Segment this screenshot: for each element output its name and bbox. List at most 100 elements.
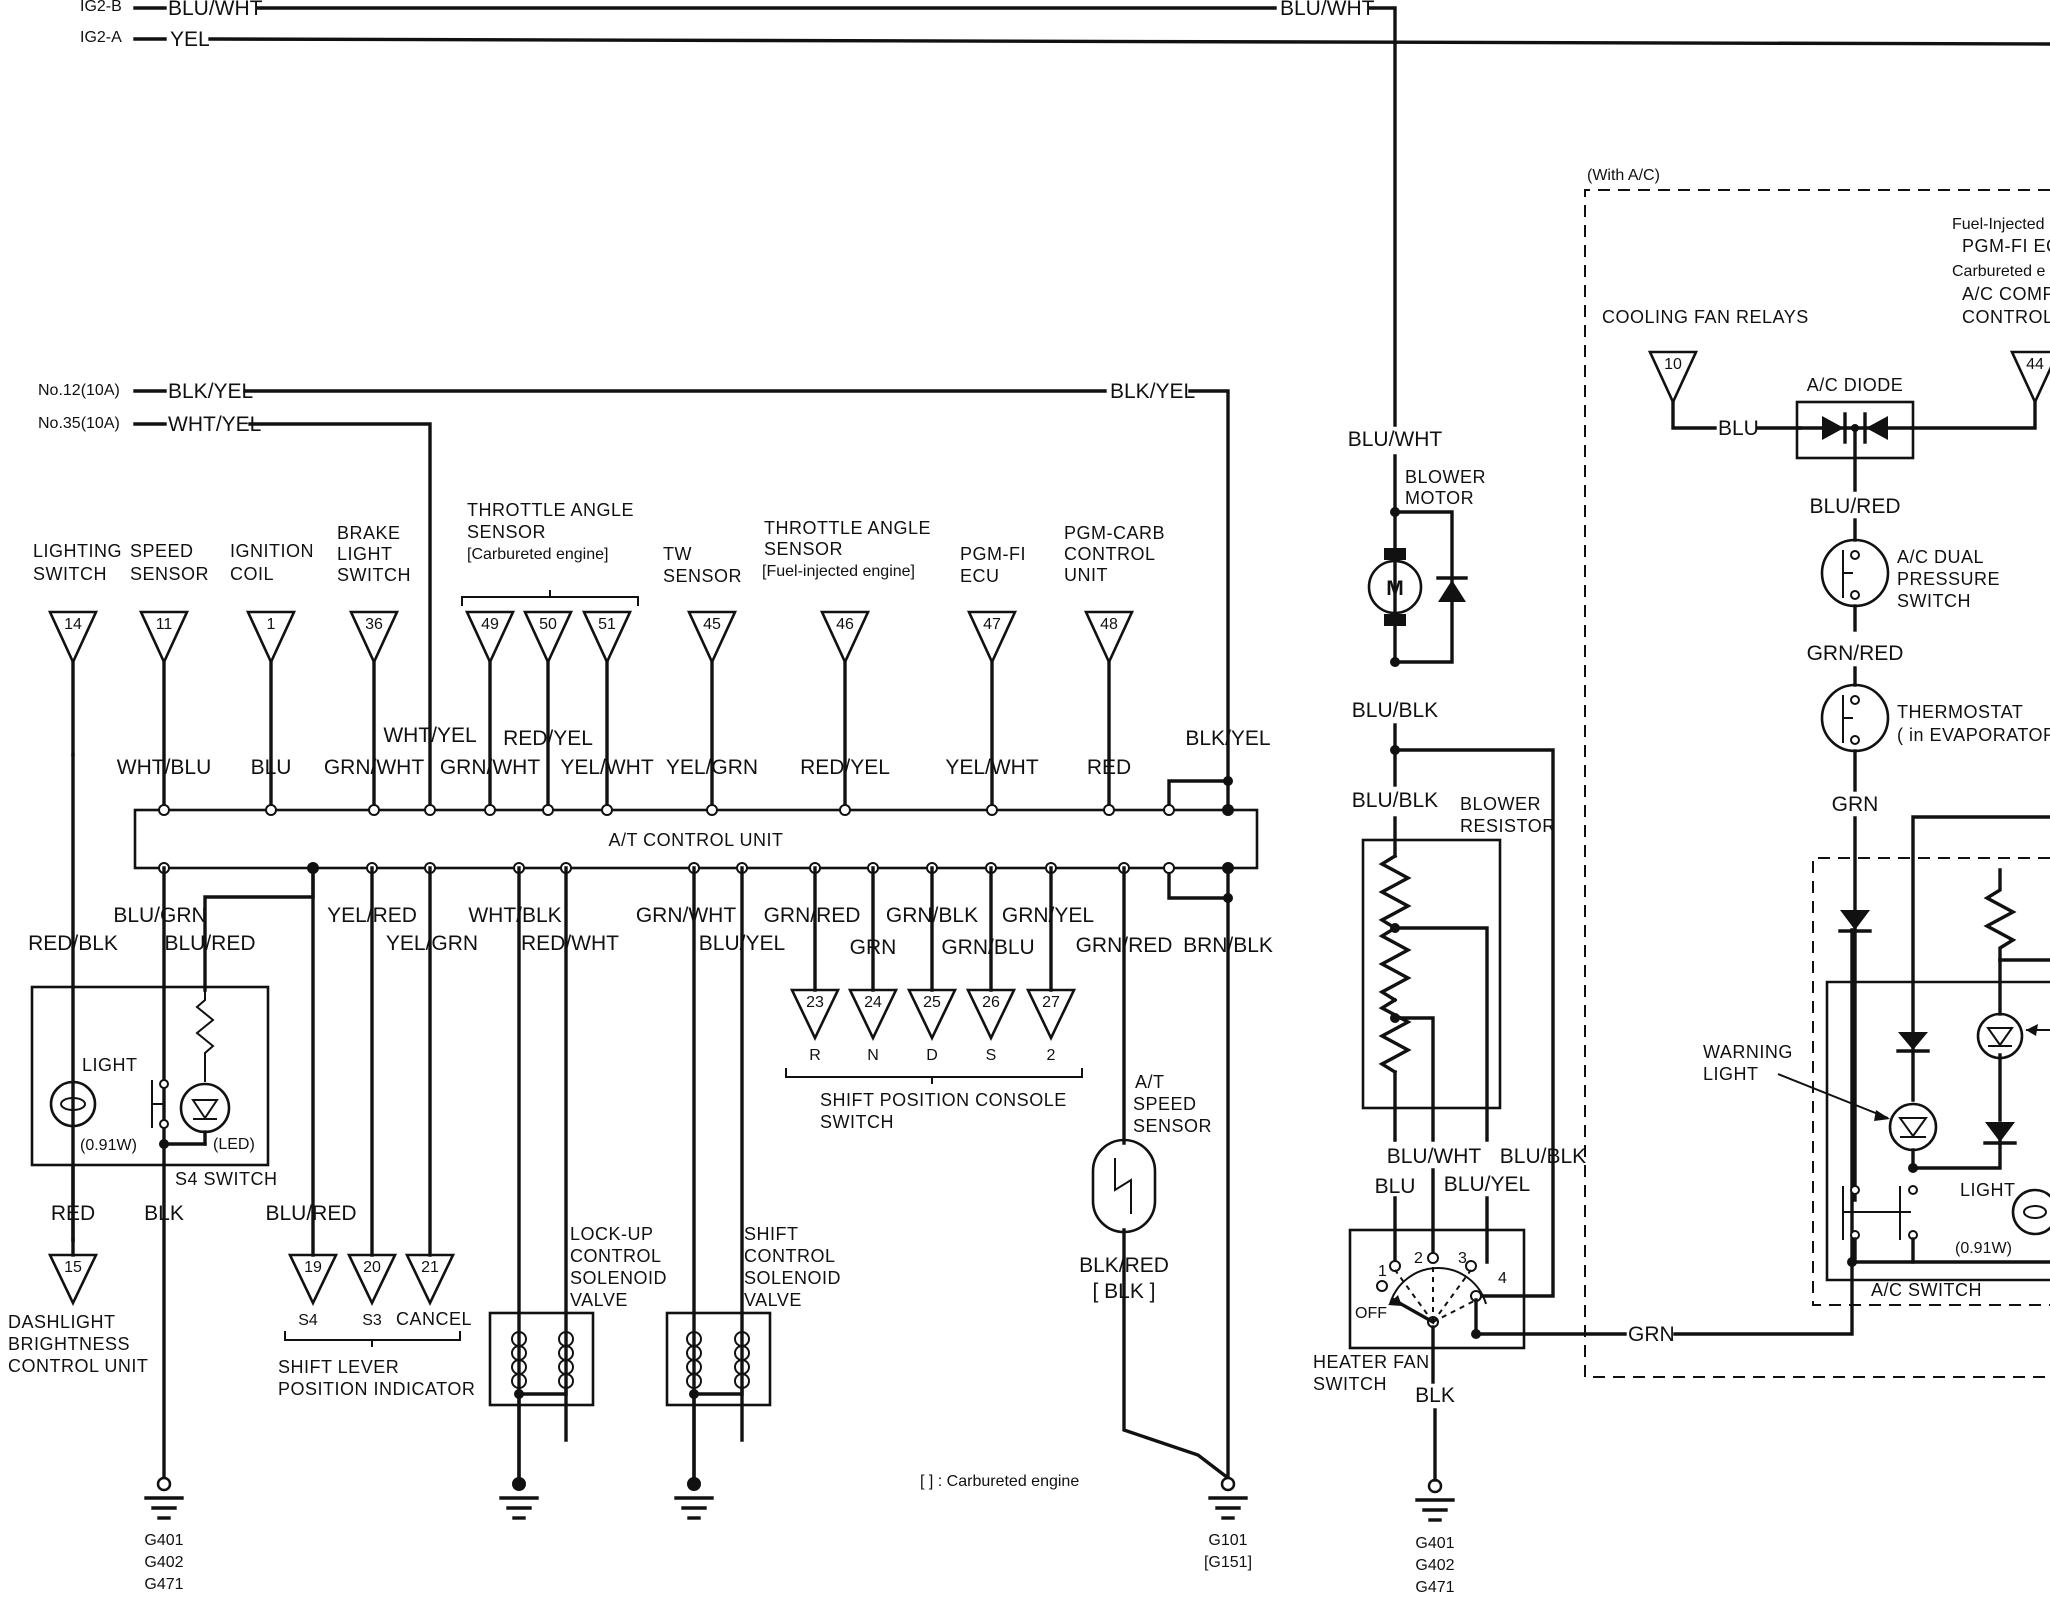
svg-text:1: 1 [1378,1263,1387,1280]
blower-wire-blu: BLU [1375,1175,1416,1198]
lockup-label-3: SOLENOID [570,1268,667,1288]
wire-blu-wht-top: BLU/WHT [168,0,263,20]
tw-sensor-label-1: TW [663,544,692,564]
speed-sensor-label-2: SENSOR [130,564,209,584]
ac-wire-grn-red: GRN/RED [1807,642,1904,665]
connector-25: 25 [906,988,958,1042]
pgmcarb-label-3: UNIT [1064,565,1108,585]
ground-g401: G401 G402 G471 [144,1476,184,1593]
ac-wire-grn: GRN [1832,793,1879,816]
wire-red-yel: RED/YEL [503,727,593,750]
svg-text:21: 21 [421,1259,439,1276]
ig2b-label: IG2-B [80,0,122,15]
warning-light-label-1: WARNING [1703,1042,1793,1062]
wire-grn-wht-2: GRN/WHT [440,756,540,779]
shift-lever-s3: S3 [362,1312,382,1329]
wire-yel-wht-2: YEL/WHT [945,756,1039,779]
carbureted-note: [ ] : Carbureted engine [920,1473,1079,1490]
pgmcarb-label-2: CONTROL [1064,544,1156,564]
throttle-fi-label-2: SENSOR [764,539,843,559]
ac-diode: A/C DIODE [1795,375,1915,492]
ac-fi-label-1: Fuel-Injected [1952,216,2045,233]
shift-sol-label-4: VALVE [744,1290,802,1310]
blower-wire-grn: GRN [1628,1323,1675,1346]
wire-blk-red: BLK/RED [1079,1254,1169,1277]
ignition-coil-label-2: COIL [230,564,274,584]
blower-wire-blu-wht: BLU/WHT [1348,428,1443,451]
svg-text:3: 3 [1458,1250,1467,1267]
console-d: D [926,1047,938,1064]
wire-red: RED [1087,756,1131,779]
blower-wire-blu-yel: BLU/YEL [1444,1173,1530,1196]
throttle-carb-label-2: SENSOR [467,522,546,542]
heater-fan-switch: 1 2 3 4 OFF [1348,1228,1526,1350]
ground-g401-blower: G401 G402 G471 [1415,1478,1455,1596]
svg-text:G471: G471 [1415,1579,1454,1596]
speed-sensor-label-1: SPEED [130,541,194,561]
lighting-switch-label-2: SWITCH [33,564,107,584]
ac-wire-blu: BLU [1718,417,1759,440]
connector-11: 11 [138,610,190,812]
svg-text:14: 14 [64,616,82,633]
svg-text:20: 20 [363,1259,381,1276]
ac-switch: WARNING LIGHT LIGHT (0.91W) A/C SWITCH [1703,815,2050,1306]
connector-47: 47 [966,610,1018,812]
shift-lever-label-2: POSITION INDICATOR [278,1379,475,1399]
connector-23: 23 [789,988,841,1042]
svg-text:G471: G471 [144,1576,183,1593]
pgmfi-ecu-label-2: ECU [960,566,1000,586]
power-feeds: IG2-B BLU/WHT BLU/WHT IG2-A YEL No.12(10… [38,0,2050,812]
wire-brn-blk: BRN/BLK [1183,934,1273,957]
connector-46: 46 [819,610,871,812]
ac-thermostat: THERMOSTAT ( in EVAPORATOR [1820,683,2050,753]
blower-resistor-label-1: BLOWER [1460,794,1541,814]
ground-g101: G101 [G151] [1204,1476,1252,1571]
wire-blk-yel: BLK/YEL [168,380,253,403]
throttle-fi-label-1: THROTTLE ANGLE [764,518,931,538]
svg-text:25: 25 [923,994,941,1011]
svg-text:11: 11 [156,616,173,633]
wire-wht-blk: WHT/BLK [468,904,561,927]
throttle-carb-label-3: [Carbureted engine] [467,546,608,563]
ac-dual-label-3: SWITCH [1897,591,1971,611]
lower-labels: DASHLIGHT BRIGHTNESS CONTROL UNIT S4 S3 … [8,1047,1083,1490]
svg-text:23: 23 [806,994,824,1011]
svg-text:10: 10 [1664,356,1682,373]
ac-dual-label-2: PRESSURE [1897,569,2000,589]
connector-36: 36 [348,610,400,812]
ac-fi-label-4: A/C COMPR [1962,284,2050,304]
svg-text:[G151]: [G151] [1204,1554,1252,1571]
svg-text:G402: G402 [1415,1557,1454,1574]
brake-switch-label-1: BRAKE [337,523,401,543]
lower-connectors: 15 19 20 21 23 24 25 26 27 [47,988,1077,1307]
shift-lever-label-1: SHIFT LEVER [278,1357,399,1377]
at-speed-label-1: A/T [1135,1072,1165,1092]
svg-text:24: 24 [864,994,882,1011]
wire-wht-yel-2: WHT/YEL [383,724,476,747]
connector-51: 51 [581,610,633,812]
console-label-1: SHIFT POSITION CONSOLE [820,1090,1067,1110]
wire-blk-bracket: [ BLK ] [1092,1280,1155,1303]
svg-text:49: 49 [481,616,499,633]
svg-text:45: 45 [703,616,721,633]
dashlight-label-2: BRIGHTNESS [8,1334,130,1354]
heater-switch-label-2: SWITCH [1313,1374,1387,1394]
dashlight-label-3: CONTROL UNIT [8,1356,148,1376]
blower-motor-label-2: MOTOR [1405,488,1474,508]
lockup-label-1: LOCK-UP [570,1224,654,1244]
wire-wht-blu: WHT/BLU [117,756,212,779]
svg-text:G401: G401 [144,1532,183,1549]
connector-19: 19 [287,1253,339,1307]
console-n: N [867,1047,879,1064]
blower-circuit: BLU/WHT M BLOWER MOTOR BLU/BLK BLU/BLK B… [1313,428,1854,1482]
wire-grn-wht: GRN/WHT [324,756,424,779]
at-speed-sensor: A/T SPEED SENSOR [1091,1072,1212,1234]
connector-26: 26 [965,988,1017,1042]
blower-wire-blu-wht-2: BLU/WHT [1387,1145,1482,1168]
wire-blu-yel: BLU/YEL [699,932,785,955]
warning-light-label-2: LIGHT [1703,1064,1759,1084]
shift-sol-label-1: SHIFT [744,1224,799,1244]
s4-switch: LIGHT (0.91W) (LED) S4 SWITCH [30,985,277,1242]
svg-text:47: 47 [983,616,1001,633]
at-speed-label-3: SENSOR [1133,1116,1212,1136]
